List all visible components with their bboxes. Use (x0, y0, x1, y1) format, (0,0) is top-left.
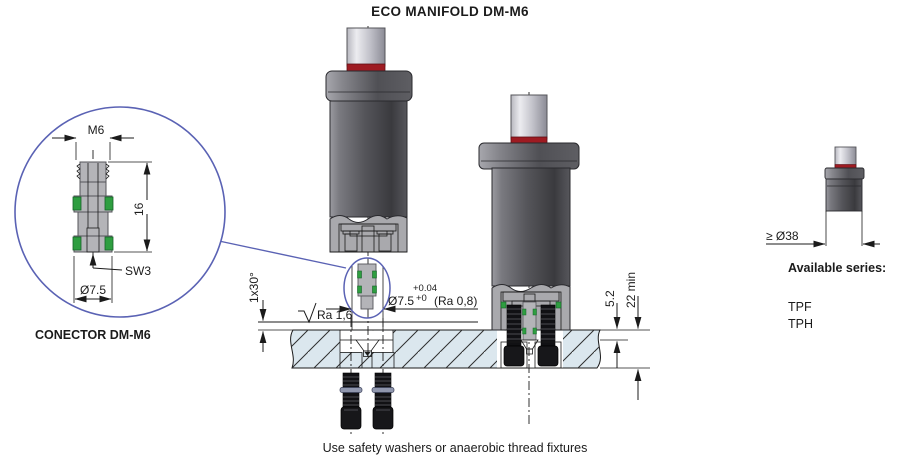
seal-ring-red-right (510, 136, 548, 144)
seat-depth-label: 5.2 (603, 290, 617, 307)
oring-mini-2 (372, 270, 377, 279)
bore-dia-label: Ø7.5 (388, 294, 414, 308)
oring-mini-3 (357, 285, 362, 294)
pilot-hole (363, 350, 372, 357)
detail-caption: CONECTOR DM-M6 (35, 328, 151, 342)
len-label: 16 (132, 202, 146, 216)
connector-mini-tip (360, 295, 374, 310)
series-item-tph: TPH (788, 317, 813, 331)
oring-detail-4 (104, 236, 114, 251)
cylinder-cap-right (478, 142, 580, 170)
footer-note: Use safety washers or anaerobic thread f… (323, 441, 588, 455)
seat-opening (340, 330, 393, 352)
inst-screw-left-threads (507, 308, 521, 340)
screw-left-head (340, 406, 362, 430)
flange-section (329, 215, 408, 253)
bore-tol-upper: +0.04 (413, 283, 437, 294)
sw3-leader (92, 267, 123, 271)
counterbore-inst-right (534, 341, 562, 369)
screw-left (339, 372, 363, 430)
series-rod (834, 146, 857, 168)
detail-leader-line (218, 240, 347, 269)
oring-detail-2 (104, 196, 114, 211)
oring-inst-4 (532, 327, 537, 335)
oring-inst-2 (532, 308, 537, 316)
piston-rod-right (510, 94, 548, 140)
detail-circle (14, 106, 226, 318)
cylinder-body (329, 100, 408, 218)
pilot-hole-right (526, 348, 533, 355)
port-left (344, 233, 358, 252)
thread-section (79, 161, 107, 183)
interior-step-2 (349, 230, 388, 237)
installation-dimensions: 1x30° Ra 1,6 Ø7.5 +0 +0.04 (Ra 0,8) 5.2 … (247, 272, 650, 400)
dia-label: Ø7.5 (80, 283, 106, 297)
connector-detail-view: M6 16 SW3 Ø7.5 (14, 106, 347, 318)
inst-screw-right-threads (541, 308, 555, 340)
series-panel: ≥ Ø38 Available series: TPF TPH (766, 146, 886, 331)
series-heading: Available series: (788, 261, 886, 275)
series-min-dia-label: ≥ Ø38 (766, 229, 799, 243)
screw-right-washer (371, 387, 395, 393)
inst-screw-left (506, 304, 522, 347)
thread-zigzag-left (76, 163, 81, 180)
connector-in-place (522, 301, 537, 341)
m6-label: M6 (88, 123, 105, 137)
screw-left-thread-lines (343, 376, 359, 406)
mounting-screws-loose (339, 372, 395, 430)
inst-screw-right (540, 304, 556, 347)
oring-inst-1 (522, 308, 527, 316)
page-title: ECO MANIFOLD DM-M6 (371, 4, 529, 19)
bore-finish-label: (Ra 0,8) (434, 294, 477, 308)
oring-detail-3 (72, 236, 82, 251)
inst-head-left (503, 345, 525, 367)
machined-strip (293, 323, 478, 330)
sw3-label: SW3 (125, 264, 151, 278)
drill-tip-mark (364, 352, 371, 356)
waist (77, 211, 109, 237)
oring-inst-3 (522, 327, 527, 335)
oring-mini-1 (357, 270, 362, 279)
series-body (825, 178, 863, 212)
screw-right-thread-lines (375, 376, 391, 406)
series-seal-red (834, 164, 857, 169)
seal-sq-left (500, 301, 507, 309)
chamfer-label: 1x30° (247, 272, 261, 303)
oring-mini-4 (372, 285, 377, 294)
series-cap (824, 167, 865, 180)
series-item-tpf: TPF (788, 300, 812, 314)
min-thick-label: 22 min (624, 272, 638, 308)
cylinder-body-right (491, 167, 571, 287)
screw-right-head (372, 406, 394, 430)
cylinder-exploded (325, 26, 413, 258)
connector-neck (79, 181, 107, 197)
inst-head-right (537, 345, 559, 367)
bore-tol-lower: +0 (416, 293, 427, 304)
surface-finish-label: Ra 1,6 (317, 308, 353, 322)
connector-ellipse-detail (343, 257, 391, 437)
cylinder-cap (325, 70, 413, 102)
hex-socket (86, 227, 100, 253)
piston-rod (346, 27, 386, 67)
thread-zigzag-right (105, 163, 110, 180)
connector-seat-cutout (339, 330, 395, 369)
oring-detail-1 (72, 196, 82, 211)
cylinder-installed (478, 92, 580, 425)
port-right (378, 233, 392, 252)
counterbore-inst-left (500, 341, 528, 369)
screw-right (371, 372, 395, 430)
zoom-ellipse (343, 257, 391, 319)
surface-finish-icon (298, 302, 317, 324)
screw-left-washer (339, 387, 363, 393)
seal-sq-right (555, 301, 562, 309)
seal-ring-red (346, 63, 386, 72)
